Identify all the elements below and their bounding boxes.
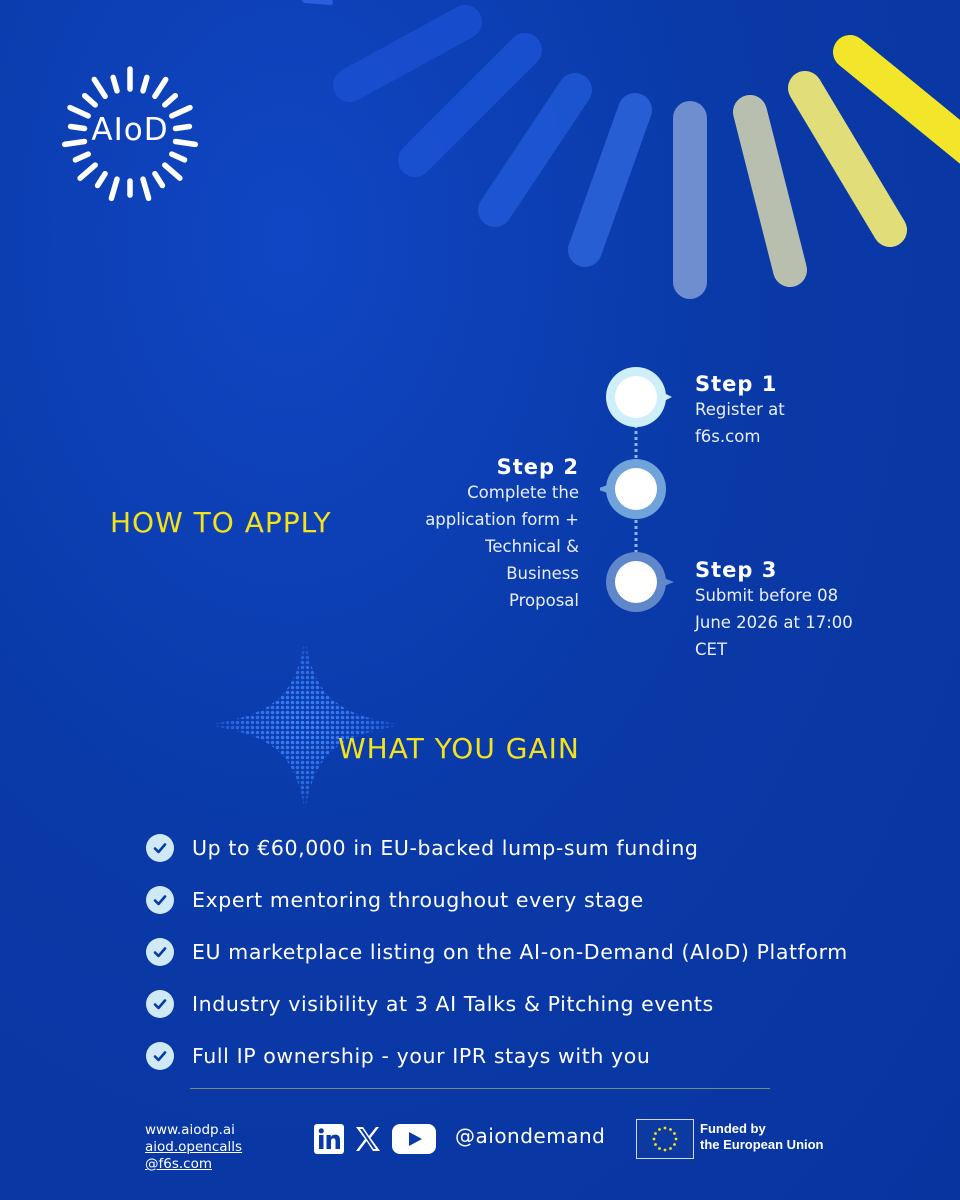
step-1-title: Step 1 [695, 372, 778, 396]
eu-star [652, 1137, 656, 1141]
check-icon [146, 938, 174, 966]
logo-ray [94, 170, 108, 189]
step-3-line: June 2026 at 17:00 [695, 613, 853, 632]
sparkle-decoration [205, 635, 405, 815]
logo-ray [72, 151, 91, 163]
logo-ray [152, 76, 169, 100]
check-icon [146, 1042, 174, 1070]
logo-ray [140, 176, 152, 202]
divider [190, 1088, 770, 1089]
step-2: Step 2 Complete the application form + T… [425, 455, 579, 614]
benefits-list: Up to €60,000 in EU-backed lump-sum fund… [146, 822, 946, 1082]
eu-funding-line: the European Union [700, 1137, 824, 1152]
logo-ray [140, 74, 150, 94]
steps-timeline [600, 367, 674, 612]
step-3-line: Submit before 08 [695, 586, 839, 605]
step-2-line: Technical & [485, 537, 579, 556]
step-1-line: f6s.com [695, 427, 761, 446]
logo-ray [61, 138, 88, 148]
logo-ray [81, 92, 98, 108]
x-icon[interactable] [354, 1125, 382, 1153]
logo-ray [172, 123, 193, 132]
eu-star [663, 1126, 667, 1130]
logo-ray [162, 92, 179, 108]
eu-star [669, 1128, 672, 1131]
step-3-title: Step 3 [695, 558, 778, 582]
list-item: Expert mentoring throughout every stage [146, 874, 946, 926]
benefit-text: Industry visibility at 3 AI Talks & Pitc… [192, 992, 714, 1016]
f6s-link[interactable]: @f6s.com [145, 1156, 212, 1172]
step-3-line: CET [695, 640, 728, 659]
footer-links: www.aiodp.ai aiod.opencalls @f6s.com [145, 1122, 242, 1173]
eu-star [654, 1132, 657, 1135]
logo-ray [67, 104, 91, 119]
step-2-line: application form + [425, 510, 579, 529]
benefit-text: EU marketplace listing on the AI-on-Dema… [192, 940, 848, 964]
check-icon [146, 886, 174, 914]
logo-ray [77, 162, 98, 181]
logo-ray [172, 138, 199, 148]
list-item: EU marketplace listing on the AI-on-Dema… [146, 926, 946, 978]
logo-ray [169, 151, 188, 163]
step-2-title: Step 2 [496, 455, 579, 479]
benefit-text: Up to €60,000 in EU-backed lump-sum fund… [192, 836, 699, 860]
eu-star [674, 1137, 678, 1141]
logo-ray [67, 123, 88, 132]
logo-ray [169, 104, 193, 119]
aiod-logo [61, 66, 199, 202]
logo-ray [91, 76, 108, 100]
social-handle: @aiondemand [455, 1124, 606, 1148]
opencalls-link[interactable]: aiod.opencalls [145, 1139, 243, 1155]
social-icons [314, 1124, 436, 1154]
linkedin-icon[interactable] [314, 1124, 344, 1154]
step-2-line: Proposal [508, 591, 579, 610]
eu-star [663, 1148, 667, 1152]
eu-star [658, 1128, 661, 1131]
logo-ray [110, 74, 120, 94]
eu-flag-icon [636, 1119, 694, 1159]
how-to-apply-heading: HOW TO APPLY [110, 506, 332, 539]
eu-funding-line: Funded by [700, 1121, 766, 1136]
check-icon [146, 990, 174, 1018]
eu-funding-text: Funded by the European Union [700, 1121, 824, 1153]
step-3-node [606, 552, 674, 612]
list-item: Up to €60,000 in EU-backed lump-sum fund… [146, 822, 946, 874]
youtube-icon[interactable] [392, 1124, 436, 1154]
list-item: Full IP ownership - your IPR stays with … [146, 1030, 946, 1082]
logo-text: AIoD [91, 112, 169, 148]
eu-star [673, 1143, 676, 1146]
eu-star [673, 1132, 676, 1135]
eu-star [654, 1143, 657, 1146]
list-item: Industry visibility at 3 AI Talks & Pitc… [146, 978, 946, 1030]
check-icon [146, 834, 174, 862]
website-link[interactable]: www.aiodp.ai [145, 1122, 235, 1138]
step-2-node [600, 459, 666, 519]
eu-star [658, 1147, 661, 1150]
what-you-gain-heading: WHAT YOU GAIN [338, 732, 580, 765]
benefit-text: Full IP ownership - your IPR stays with … [192, 1044, 651, 1068]
logo-ray [108, 176, 120, 202]
logo-ray [162, 162, 183, 181]
step-1: Step 1 Register at f6s.com [695, 372, 785, 450]
eu-star [669, 1147, 672, 1150]
step-2-line: Complete the [467, 483, 579, 502]
step-1-line: Register at [695, 400, 785, 419]
step-1-node [606, 367, 672, 427]
decorative-rays [302, 0, 960, 299]
benefit-text: Expert mentoring throughout every stage [192, 888, 644, 912]
step-3: Step 3 Submit before 08 June 2026 at 17:… [695, 558, 853, 663]
logo-ray [152, 170, 166, 189]
step-2-line: Business [506, 564, 579, 583]
